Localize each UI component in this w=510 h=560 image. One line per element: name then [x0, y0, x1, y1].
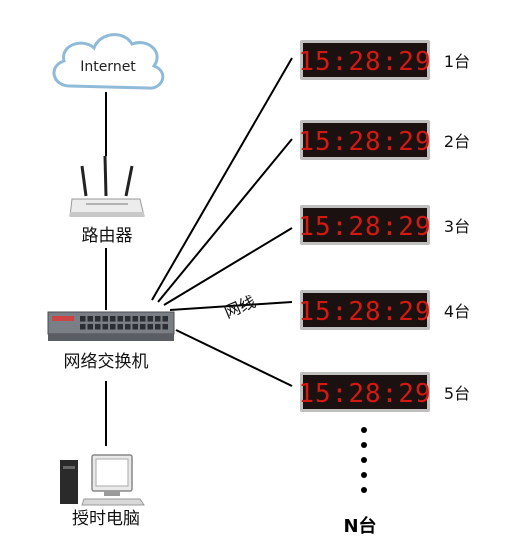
cable-line-2 — [157, 138, 293, 303]
cable-line-1 — [151, 57, 293, 301]
switch-label: 网络交换机 — [64, 352, 149, 372]
more-dots — [361, 427, 367, 493]
led-clock-5: 15:28:29 5台 — [298, 372, 470, 412]
led-clock-1: 15:28:29 1台 — [298, 40, 470, 80]
more-label: N台 — [343, 515, 376, 537]
router-icon — [69, 155, 145, 217]
led-clock-4: 15:28:29 4台 — [298, 290, 470, 330]
cable-line-5 — [175, 329, 293, 387]
cable-lines — [151, 57, 293, 387]
switch-icon — [47, 311, 175, 341]
clock-count-label-4: 4台 — [444, 302, 470, 321]
clock-count-label-2: 2台 — [444, 132, 470, 151]
led-clock-3: 15:28:29 3台 — [298, 205, 470, 245]
clock-count-label-5: 5台 — [444, 384, 470, 403]
clock-count-label-1: 1台 — [444, 52, 470, 71]
clock-time-1: 15:28:29 — [298, 47, 431, 77]
clock-time-4: 15:28:29 — [298, 297, 431, 327]
router-label: 路由器 — [82, 226, 133, 246]
cable-label: 网线 — [221, 292, 258, 322]
computer-label: 授时电脑 — [72, 509, 140, 529]
clock-time-2: 15:28:29 — [298, 127, 431, 157]
computer-icon — [60, 454, 145, 506]
clock-count-label-3: 3台 — [444, 217, 470, 236]
clock-time-5: 15:28:29 — [298, 379, 431, 409]
cable-line-3 — [163, 227, 293, 306]
cable-line-4 — [169, 301, 293, 311]
clock-time-3: 15:28:29 — [298, 212, 431, 242]
led-clock-2: 15:28:29 2台 — [298, 120, 470, 160]
internet-label: Internet — [80, 59, 136, 75]
internet-cloud: Internet — [52, 33, 165, 90]
